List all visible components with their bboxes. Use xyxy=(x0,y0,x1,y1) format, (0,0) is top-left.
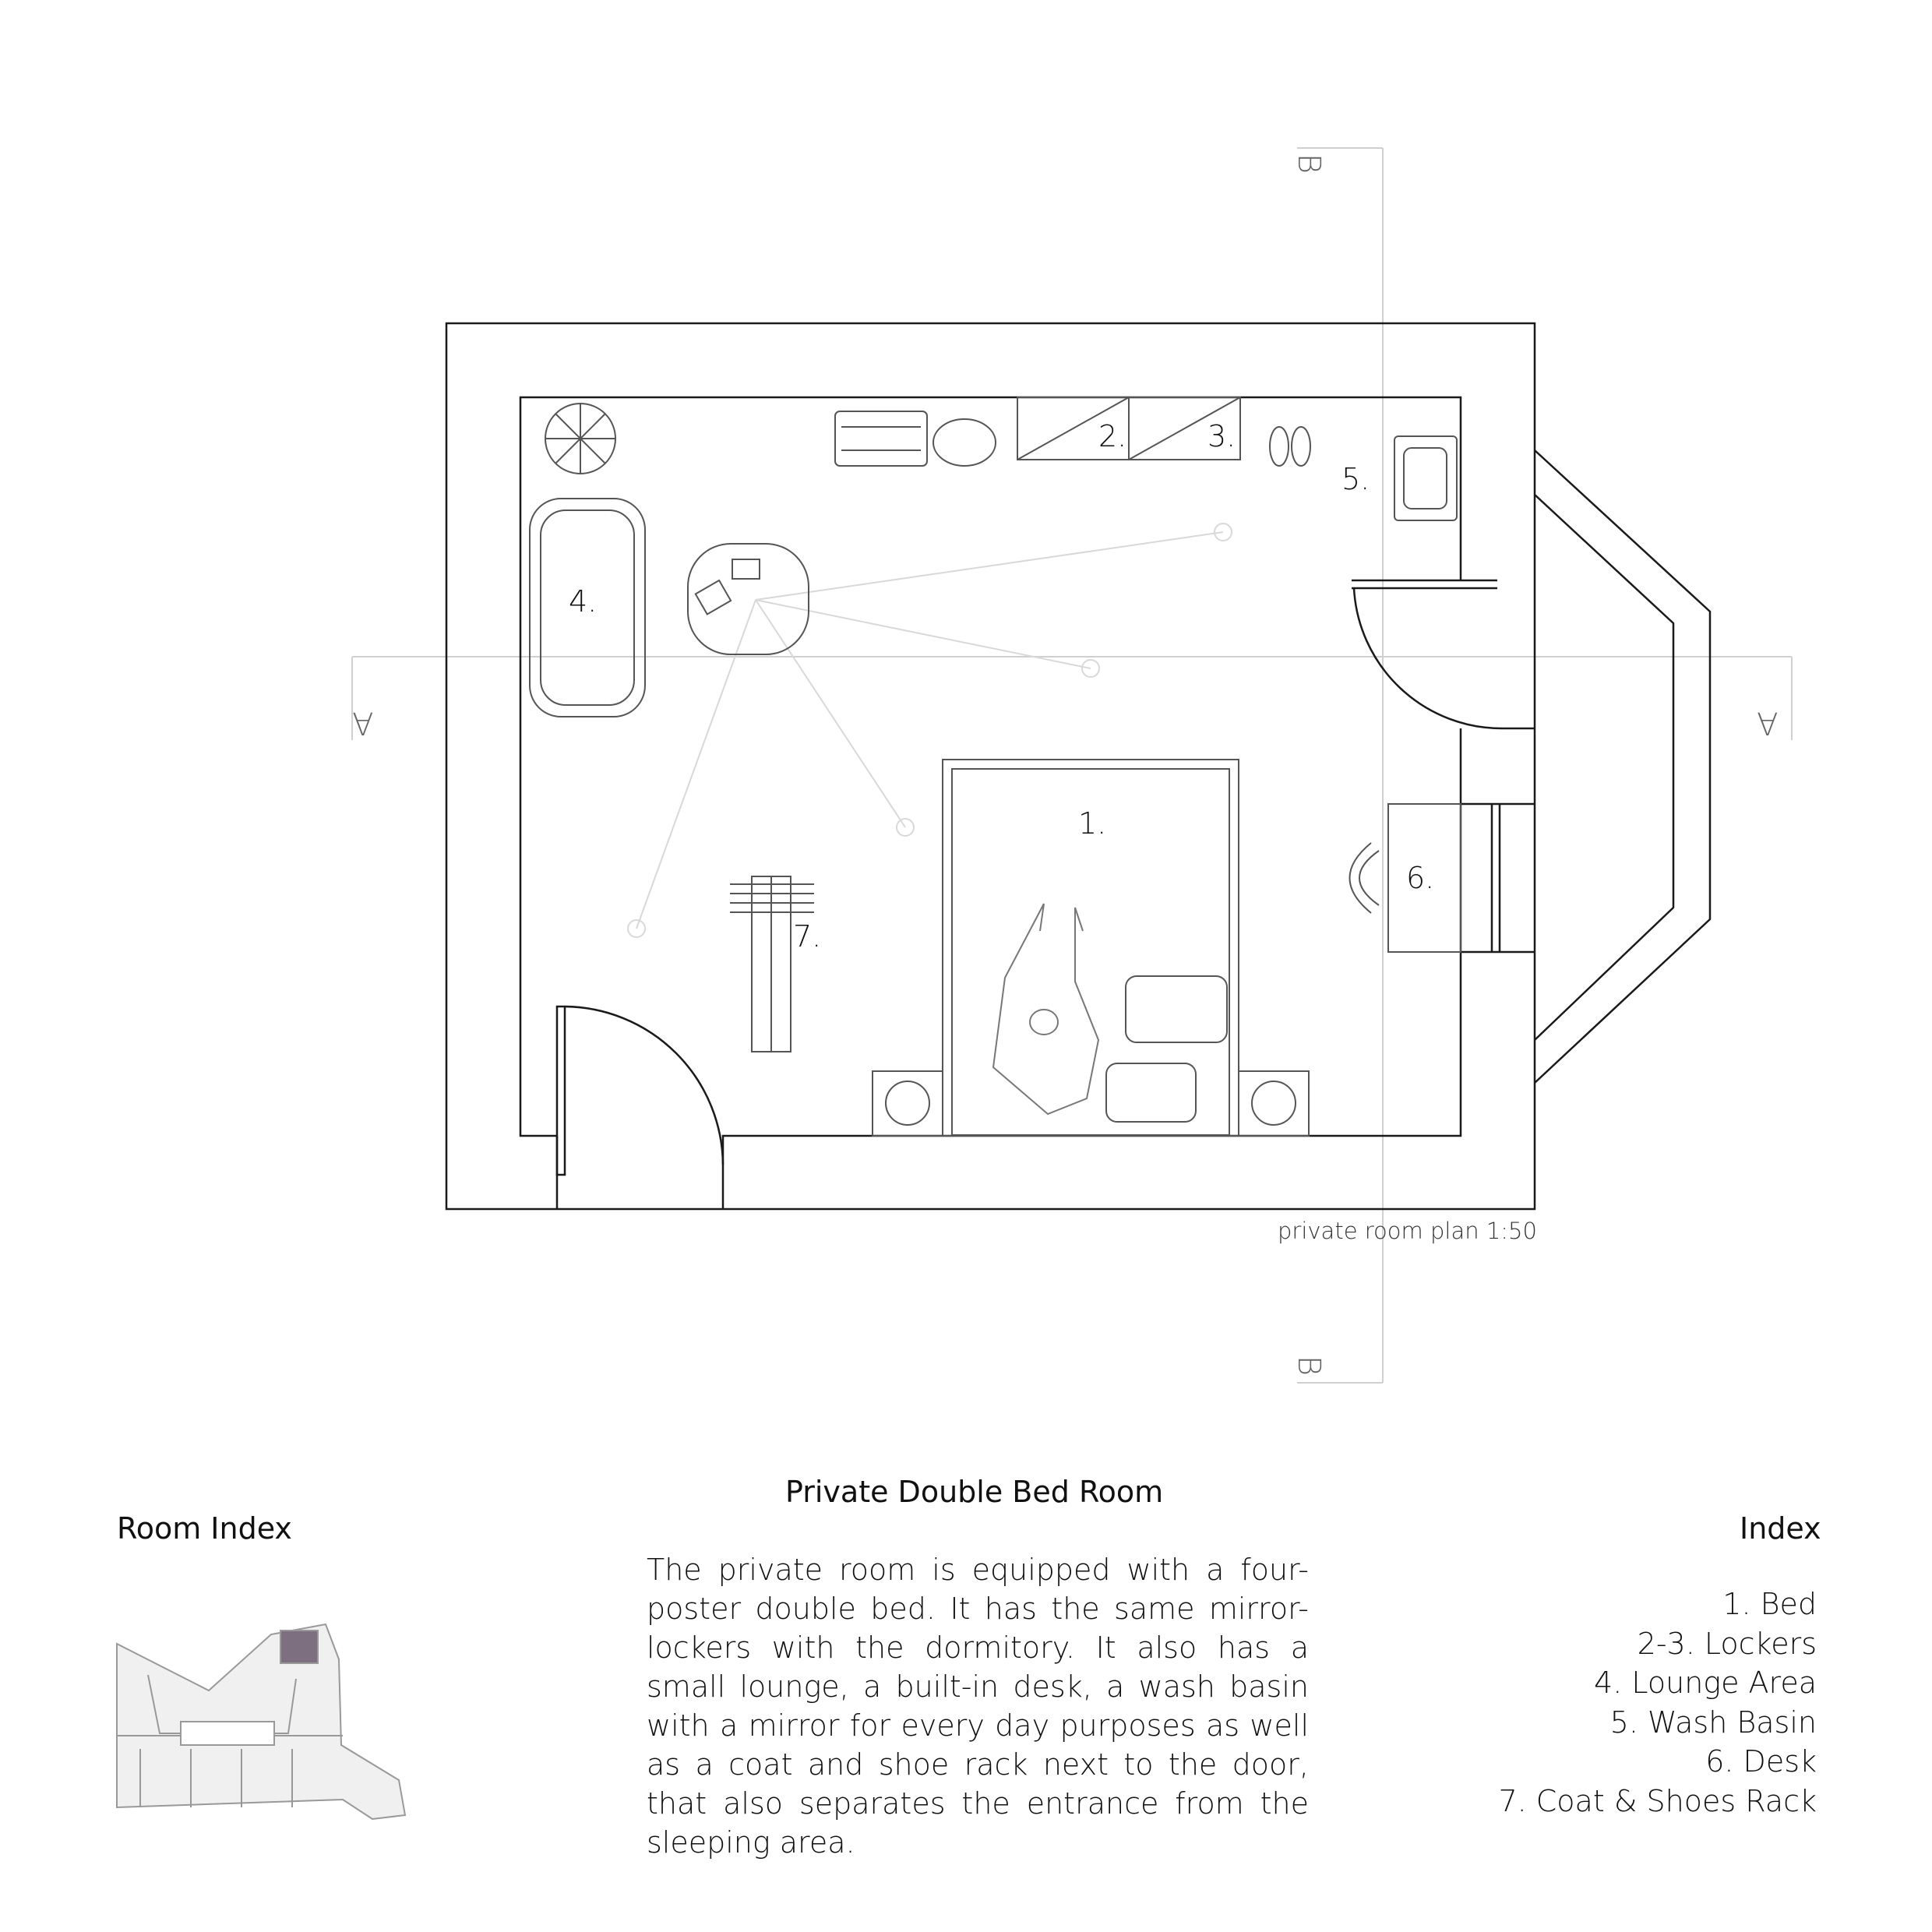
bed-icon xyxy=(872,759,1310,1137)
highlighted-room xyxy=(280,1630,319,1664)
lockers xyxy=(1017,397,1241,460)
furniture xyxy=(529,397,1461,1137)
section-lines xyxy=(351,147,1793,1384)
plant-icon xyxy=(545,403,616,474)
wash-basin-icon xyxy=(1394,435,1458,521)
sofa-icon xyxy=(529,498,646,717)
description-title: Private Double Bed Room xyxy=(785,1475,1164,1509)
section-letter-b-top: B xyxy=(1291,153,1327,175)
plan-caption: private room plan 1:50 xyxy=(1278,1218,1537,1244)
section-letter-a-left: A xyxy=(352,705,374,741)
site-plan-thumbnail[interactable] xyxy=(116,1623,407,1821)
coat-rack-icon xyxy=(730,876,814,1052)
label-wash-basin: 5. xyxy=(1341,462,1370,496)
index-item: 5. Wash Basin xyxy=(1609,1705,1817,1740)
section-letter-b-bottom: B xyxy=(1291,1355,1327,1377)
label-bed: 1. xyxy=(1078,806,1107,841)
bag-icon xyxy=(933,418,996,467)
index-item: 1. Bed xyxy=(1722,1587,1817,1621)
lounge-chair-icon xyxy=(687,543,809,655)
section-letter-a-right: A xyxy=(1757,705,1779,741)
lighting-lines xyxy=(627,523,1232,938)
description-text: The private room is equipped with a four… xyxy=(647,1553,1309,1860)
label-desk: 6. xyxy=(1406,861,1435,895)
index-item: 2-3. Lockers xyxy=(1637,1626,1817,1661)
room-index-title: Room Index xyxy=(117,1511,292,1546)
desk-icon xyxy=(1349,803,1461,953)
label-lounge: 4. xyxy=(569,584,598,619)
person-icon xyxy=(992,903,1100,1116)
label-coat-rack: 7. xyxy=(793,919,822,954)
slippers-icon xyxy=(1269,426,1311,467)
label-locker-2: 2. xyxy=(1098,419,1127,453)
index-title: Index xyxy=(1740,1511,1821,1546)
index-item: 7. Coat & Shoes Rack xyxy=(1498,1783,1817,1818)
index-item: 4. Lounge Area xyxy=(1594,1666,1817,1700)
suitcase-icon xyxy=(834,411,928,467)
index-list: 1. Bed 2-3. Lockers 4. Lounge Area 5. Wa… xyxy=(1271,1585,1817,1821)
index-item: 6. Desk xyxy=(1705,1744,1817,1779)
walls xyxy=(445,322,1712,1211)
label-locker-3: 3. xyxy=(1208,419,1236,453)
